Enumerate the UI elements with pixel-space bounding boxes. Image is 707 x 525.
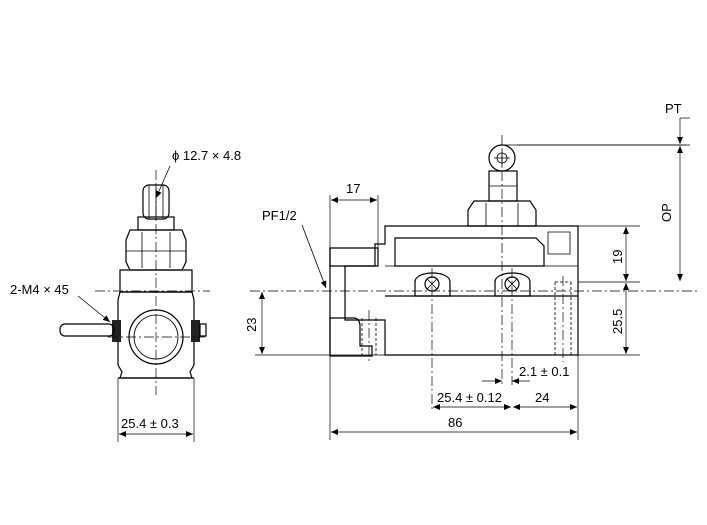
dim-2-1-label: 2.1 ± 0.1 xyxy=(519,364,570,379)
side-view: PF1/2 17 PT OP 19 25.5 23 2.1 ± 0.1 25.4… xyxy=(244,101,700,440)
dim-23-label: 23 xyxy=(244,318,259,332)
side-roller xyxy=(488,144,686,172)
dim-86-label: 86 xyxy=(448,415,462,430)
front-view: ϕ 12.7 × 4.8 2-M4 × 45 25.4 ± 0.3 xyxy=(10,148,241,442)
screw-label: 2-M4 × 45 xyxy=(10,282,69,297)
front-width-label: 25.4 ± 0.3 xyxy=(121,416,179,431)
dim-19-label: 19 xyxy=(610,250,625,264)
op-label: OP xyxy=(659,203,674,222)
dim-25-5-label: 25.5 xyxy=(610,309,625,334)
dim-24-label: 24 xyxy=(535,390,549,405)
dim-17-label: 17 xyxy=(346,181,360,196)
conduit-label: PF1/2 xyxy=(262,208,297,223)
pt-label: PT xyxy=(665,101,682,116)
front-screw xyxy=(59,323,207,337)
dim-25-4-label: 25.4 ± 0.12 xyxy=(437,390,502,405)
roller-label: ϕ 12.7 × 4.8 xyxy=(172,148,241,163)
